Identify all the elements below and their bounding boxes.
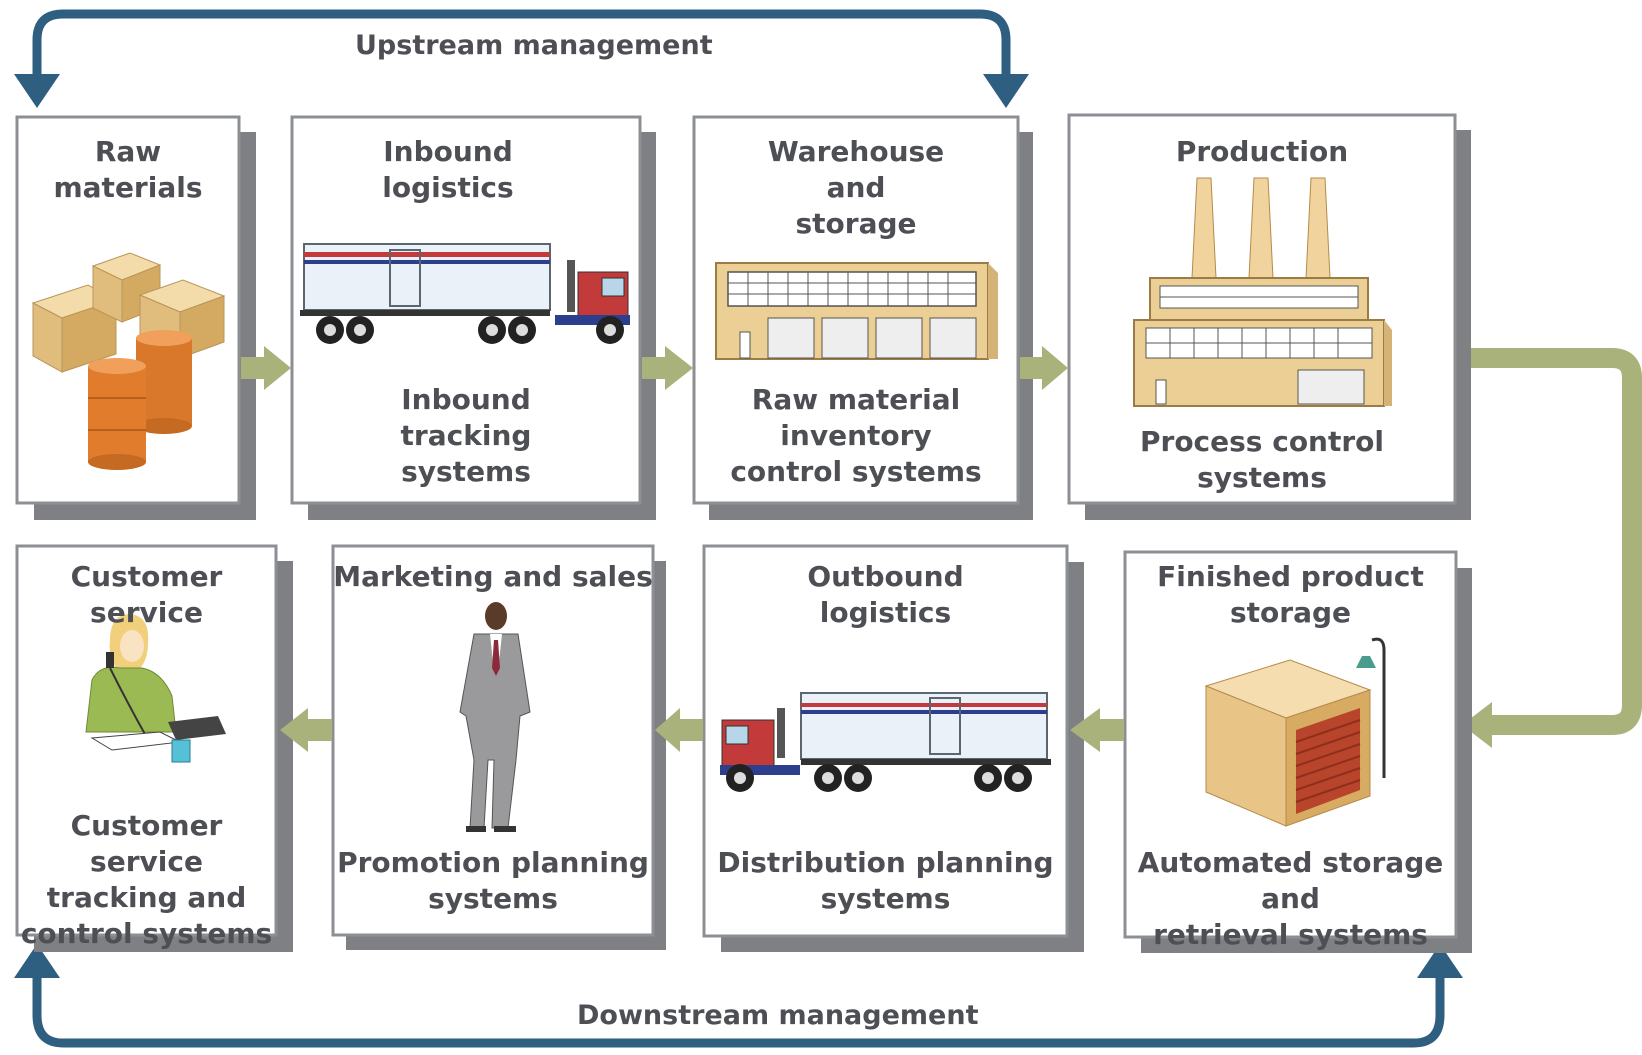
stage-system-marketing: Promotion planning systems [333, 845, 653, 917]
stage-title-text: Inbound logistics [382, 135, 514, 204]
flow-arrows-top [241, 346, 1068, 390]
stage-title-text: Production [1175, 135, 1349, 168]
stage-title-customer-service: Customer service [17, 559, 276, 631]
downstream-arrow [32, 972, 1445, 1048]
stage-title-text: Finished product storage [1157, 560, 1424, 629]
stage-title-production: Production [1069, 134, 1455, 170]
stage-title-marketing: Marketing and sales [333, 559, 653, 595]
stage-system-production: Process control systems [1069, 424, 1455, 496]
stage-system-text: Raw material inventory control systems [730, 383, 982, 488]
upstream-arrow [32, 9, 1011, 84]
stage-system-text: Promotion planning systems [337, 846, 649, 915]
stage-system-text: Automated storage and retrieval systems [1137, 846, 1444, 951]
salesman-icon [459, 602, 531, 832]
stage-title-text: Outbound logistics [807, 560, 964, 629]
flow-arrows-bottom [280, 708, 1124, 752]
truck-icon-outbound [720, 692, 1051, 792]
downstream-management-label: Downstream management [577, 1000, 979, 1031]
stage-system-text: Process control systems [1139, 425, 1385, 494]
customer-service-agent-icon [85, 614, 226, 763]
stage-title-text: Warehouse and storage [767, 135, 945, 240]
stage-title-inbound-logistics: Inbound logistics [292, 134, 604, 206]
stage-title-text: Customer service [70, 560, 223, 629]
stage-system-finished-product: Automated storage and retrieval systems [1125, 845, 1456, 953]
truck-icon [300, 243, 630, 344]
downstream-arrowhead-right [1417, 944, 1463, 978]
stage-title-raw-materials: Raw materials [17, 134, 239, 206]
upstream-arrowhead-right [983, 74, 1029, 108]
return-flow-arrow [1460, 348, 1642, 735]
upstream-management-label: Upstream management [355, 30, 713, 61]
return-flow-arrowhead [1462, 702, 1492, 748]
stage-system-warehouse: Raw material inventory control systems [694, 382, 1018, 490]
stage-system-outbound: Distribution planning systems [704, 845, 1067, 917]
factory-icon [1133, 177, 1392, 407]
warehouse-icon [715, 262, 998, 360]
stage-title-finished-product: Finished product storage [1125, 559, 1456, 631]
stage-title-text: Raw materials [53, 135, 203, 204]
stage-system-customer-service: Customer service tracking and control sy… [17, 808, 276, 952]
stage-title-outbound-logistics: Outbound logistics [704, 559, 1067, 631]
downstream-arrowhead-left [14, 944, 60, 978]
stage-system-text: Distribution planning systems [717, 846, 1054, 915]
crates-barrels-icon [31, 252, 226, 470]
stage-system-text: Inbound tracking systems [400, 383, 532, 488]
storage-box-icon [1204, 637, 1386, 827]
stage-title-text: Marketing and sales [333, 560, 653, 593]
stage-system-inbound: Inbound tracking systems [292, 382, 640, 490]
upstream-arrowhead-left [14, 74, 60, 108]
stage-system-text: Customer service tracking and control sy… [20, 809, 273, 950]
stage-title-warehouse: Warehouse and storage [694, 134, 1018, 242]
